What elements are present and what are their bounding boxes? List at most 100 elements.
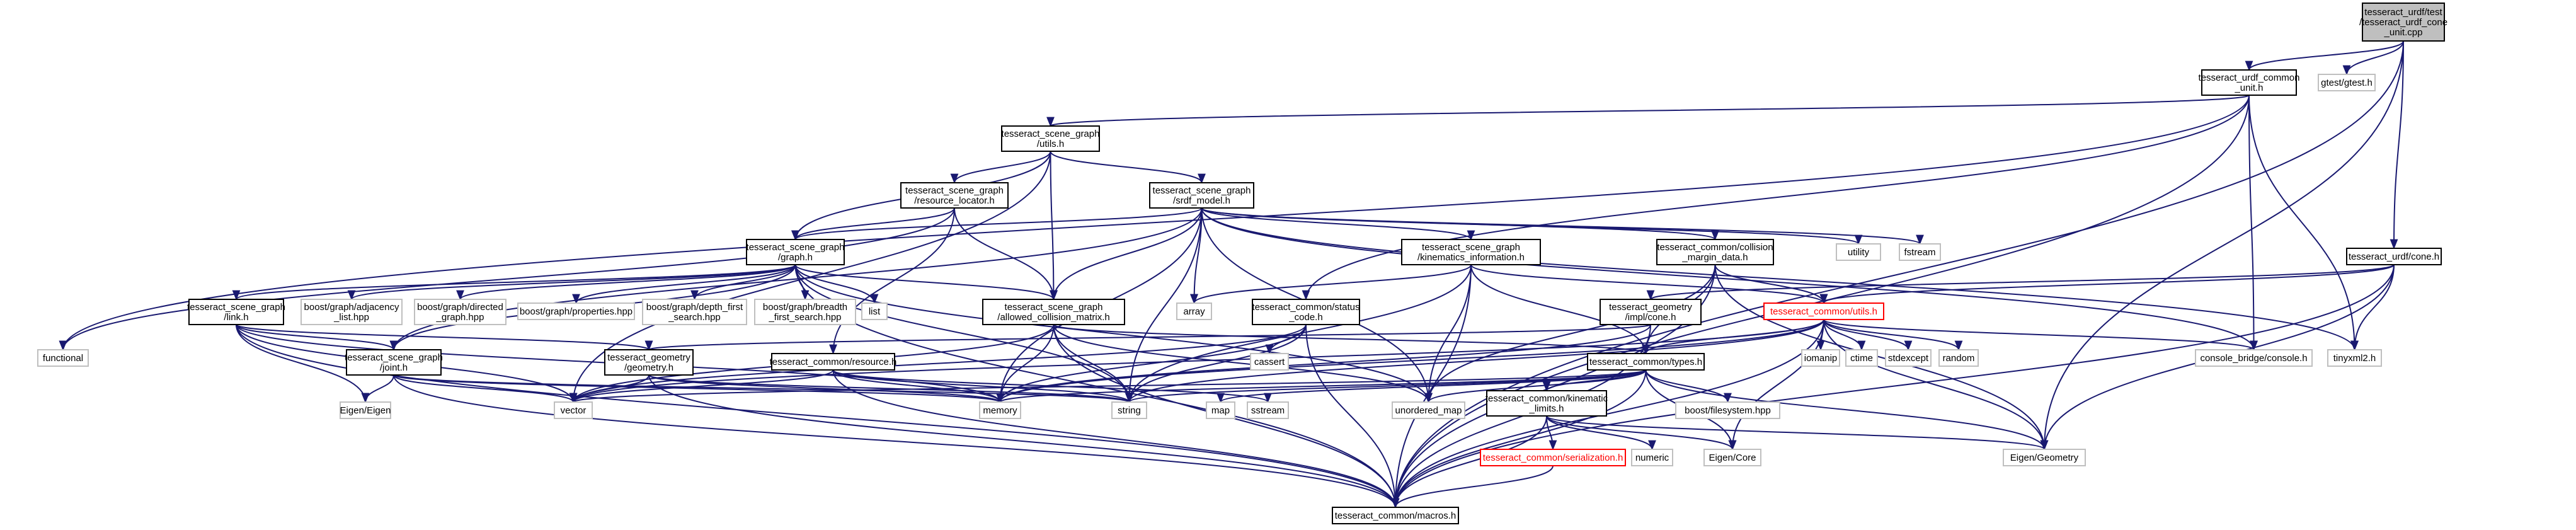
edge-geom_geometry-to-string <box>648 374 1133 403</box>
edge-common_resource-to-string <box>832 369 1133 403</box>
node-resource-locator[interactable]: tesseract_scene_graph/resource_locator.h <box>900 182 1009 209</box>
node-kin-info[interactable]: tesseract_scene_graph/kinematics_informa… <box>1401 239 1541 265</box>
node-list: list <box>861 302 888 320</box>
node-srdf-model[interactable]: tesseract_scene_graph/srdf_model.h <box>1149 182 1254 209</box>
node-label: tesseract_scene_graph <box>187 302 285 313</box>
node-sg-joint[interactable]: tesseract_scene_graph/joint.h <box>345 349 443 376</box>
node-label: tesseract_geometry <box>607 352 690 363</box>
edge-sg_joint-to-macros <box>393 374 1400 509</box>
edge-sg_graph-to-acm <box>794 264 1058 301</box>
edge-status_code-to-macros <box>1305 324 1400 509</box>
node-sg-link[interactable]: tesseract_scene_graph/link.h <box>187 299 285 325</box>
edge-resource_locator-to-acm <box>954 207 1058 301</box>
node-label: tesseract_urdf/test <box>2364 7 2442 18</box>
node-common-unit[interactable]: tesseract_urdf_common_unit.h <box>2199 69 2300 96</box>
node-geom-cone[interactable]: tesseract_geometry/impl/cone.h <box>1600 299 1702 325</box>
node-functional: functional <box>37 349 89 367</box>
node-common-types[interactable]: tesseract_common/types.h <box>1587 353 1705 371</box>
edge-common_types-to-vector <box>570 369 1647 403</box>
edge-sg_graph-to-properties <box>572 264 796 304</box>
node-box <box>2201 69 2297 96</box>
edge-acm-to-memory <box>996 324 1055 403</box>
node-box <box>2318 74 2376 91</box>
edge-sg_joint-to-vector <box>393 374 578 403</box>
node-serialization[interactable]: tesseract_common/serialization.h <box>1480 449 1626 466</box>
node-box <box>1938 349 1979 367</box>
node-label: _unit.cpp <box>2384 27 2423 38</box>
node-sstream: sstream <box>1247 401 1289 419</box>
edge-kinematic_limits-to-macros <box>1391 415 1547 509</box>
node-box <box>2346 248 2442 265</box>
node-label: tesseract_urdf/cone.h <box>2349 251 2439 262</box>
node-map: map <box>1206 401 1235 419</box>
node-label: fstream <box>1904 247 1935 258</box>
node-label: console_bridge/console.h <box>2200 353 2307 364</box>
node-box <box>746 239 845 265</box>
node-common-resource[interactable]: tesseract_common/resource.h <box>770 353 897 371</box>
node-label: tesseract_scene_graph <box>1002 129 1100 139</box>
node-box <box>37 349 89 367</box>
node-box <box>1703 449 1761 466</box>
node-label: tesseract_scene_graph <box>1153 185 1251 196</box>
node-box <box>642 299 747 325</box>
node-sg-graph[interactable]: tesseract_scene_graph/graph.h <box>746 239 845 265</box>
node-label: tesseract_scene_graph <box>1005 302 1103 313</box>
node-label: tesseract_common/collision <box>1657 242 1773 253</box>
edge-geom_geometry-to-vector <box>569 374 650 403</box>
node-label: tesseract_geometry <box>1609 302 1692 313</box>
node-label: _limits.h <box>1528 403 1564 414</box>
node-label: list <box>869 306 881 317</box>
node-label: tesseract_urdf_common <box>2199 72 2300 83</box>
node-label: /impl/cone.h <box>1625 312 1676 323</box>
node-label: tesseract_common/status <box>1252 302 1360 313</box>
edge-root-to-macros <box>1391 40 2404 509</box>
node-label: /srdf_model.h <box>1173 195 1230 206</box>
node-utility: utility <box>1836 243 1881 261</box>
node-macros[interactable]: tesseract_common/macros.h <box>1332 507 1459 524</box>
edge-common_types-to-string <box>1125 369 1647 403</box>
node-acm[interactable]: tesseract_scene_graph/allowed_collision_… <box>982 299 1125 325</box>
node-label: /link.h <box>224 312 248 323</box>
edge-common_utils-to-console <box>1823 319 2258 351</box>
edge-srdf_model-to-tinyxml <box>1201 207 2359 351</box>
node-urdf-cone[interactable]: tesseract_urdf/cone.h <box>2346 248 2442 265</box>
edge-sg_link-to-eigen <box>236 324 370 403</box>
edge-geom_geometry-to-memory <box>648 374 1004 403</box>
node-box <box>188 299 284 325</box>
edge-sg_utils-to-vector <box>569 151 1051 403</box>
node-label: iomanip <box>1804 353 1838 364</box>
node-adjacency: boost/graph/adjacency_list.hpp <box>301 299 403 325</box>
node-box <box>340 401 391 419</box>
edge-common_types-to-macros <box>1391 369 1647 509</box>
edge-common_utils-to-random <box>1823 319 1963 351</box>
node-kinematic-limits[interactable]: tesseract_common/kinematic_limits.h <box>1485 390 1608 417</box>
node-geom-geometry[interactable]: tesseract_geometry/geometry.h <box>604 349 694 376</box>
node-collision-margin[interactable]: tesseract_common/collision_margin_data.h <box>1656 239 1774 265</box>
node-label: tesseract_common/serialization.h <box>1483 452 1623 463</box>
node-depth-first: boost/graph/depth_first_search.hpp <box>642 299 747 325</box>
edge-root-to-common_unit <box>2245 40 2404 71</box>
node-label: boost/graph/adjacency <box>304 302 399 313</box>
node-boost-fs: boost/filesystem.hpp <box>1675 401 1780 419</box>
node-box <box>1836 243 1881 261</box>
node-unordered-map: unordered_map <box>1392 401 1465 419</box>
node-sg-utils[interactable]: tesseract_scene_graph/utils.h <box>1001 125 1100 152</box>
node-label: boost/graph/breadth <box>763 302 847 313</box>
node-fstream: fstream <box>1899 243 1941 261</box>
node-box <box>861 302 888 320</box>
node-status-code[interactable]: tesseract_common/status_code.h <box>1252 299 1360 325</box>
node-label: tesseract_common/macros.h <box>1335 510 1457 521</box>
node-box <box>1206 401 1235 419</box>
node-tinyxml: tinyxml2.h <box>2327 349 2382 367</box>
node-label: /utils.h <box>1037 139 1064 149</box>
node-box <box>2362 3 2445 42</box>
edge-sg_graph-to-directed <box>456 264 796 301</box>
node-ctime: ctime <box>1845 349 1878 367</box>
edge-common_resource-to-memory <box>832 369 1004 403</box>
node-box <box>604 349 694 376</box>
node-common-utils[interactable]: tesseract_common/utils.h <box>1763 302 1884 320</box>
edge-kinematic_limits-to-eigen_core <box>1546 415 1737 451</box>
node-root: tesseract_urdf/test/tesseract_urdf_cone_… <box>2359 3 2447 42</box>
node-label: boost/graph/depth_first <box>646 302 743 313</box>
